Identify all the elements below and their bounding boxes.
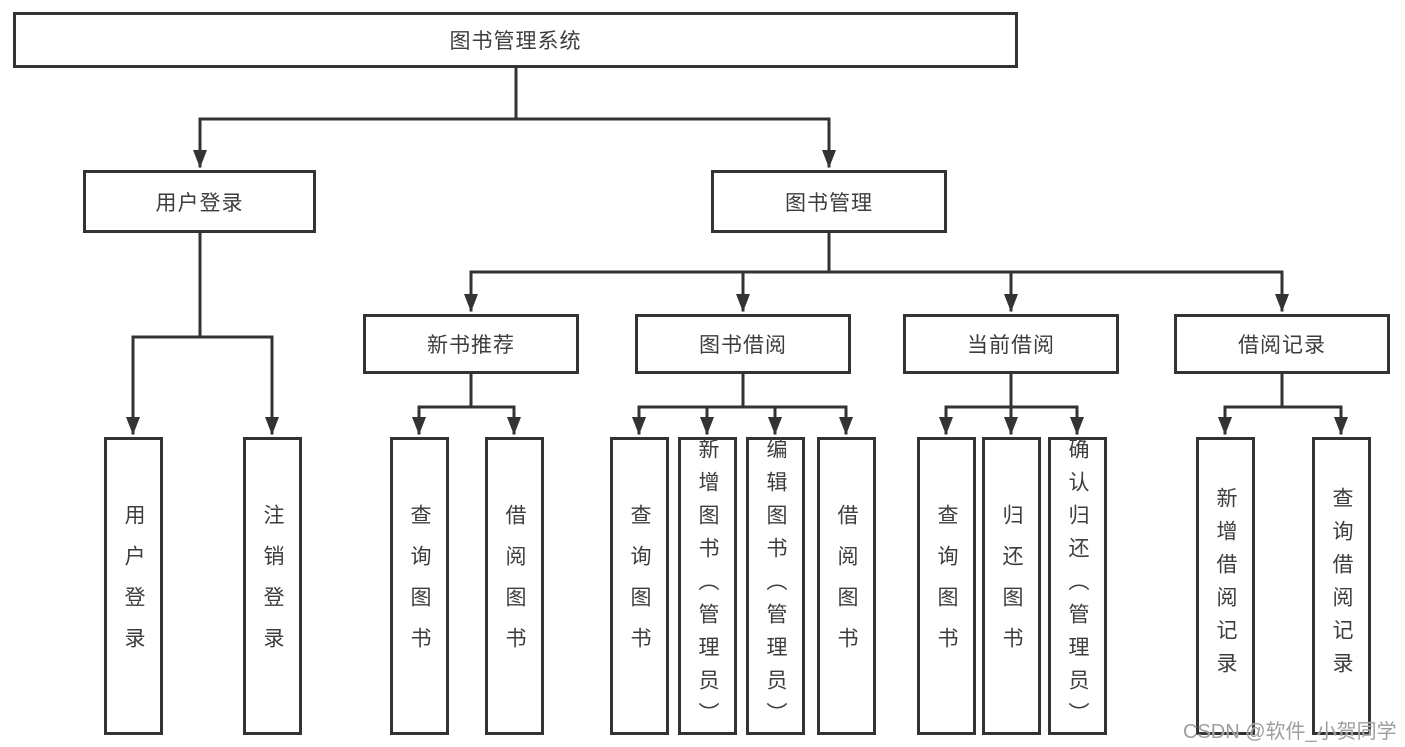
- leaf-label: 查询借阅记录: [1330, 487, 1353, 685]
- leaf-label: 借阅图书: [835, 504, 858, 668]
- leaf-query-borrow-record: 查询借阅记录: [1312, 437, 1371, 735]
- leaf-label: 查询图书: [628, 504, 651, 668]
- leaf-logout: 注销登录: [243, 437, 302, 735]
- csdn-watermark: CSDN @软件_小贺同学: [1183, 721, 1397, 743]
- leaf-user-login: 用户登录: [104, 437, 163, 735]
- leaf-label: 借阅图书: [503, 504, 526, 668]
- leaf-label: 注销登录: [261, 504, 284, 668]
- leaf-label: 确认归还（管理员）: [1066, 437, 1089, 735]
- leaf-label: 编辑图书（管理员）: [764, 437, 787, 735]
- leaf-label: 查询图书: [935, 504, 958, 668]
- leaf-add-borrow-record: 新增借阅记录: [1196, 437, 1255, 735]
- node-root-system: 图书管理系统: [13, 12, 1018, 68]
- leaf-label: 归还图书: [1000, 504, 1023, 668]
- leaf-recommend-query-book: 查询图书: [390, 437, 449, 735]
- node-book-borrow: 图书借阅: [635, 314, 851, 374]
- leaf-borrow-query-book: 查询图书: [610, 437, 669, 735]
- node-book-management: 图书管理: [711, 170, 947, 233]
- node-current-borrow: 当前借阅: [903, 314, 1119, 374]
- leaf-borrow-book: 借阅图书: [817, 437, 876, 735]
- leaf-recommend-borrow-book: 借阅图书: [485, 437, 544, 735]
- leaf-confirm-return-admin: 确认归还（管理员）: [1048, 437, 1107, 735]
- leaf-current-query-book: 查询图书: [917, 437, 976, 735]
- node-user-login: 用户登录: [83, 170, 316, 233]
- leaf-add-book-admin: 新增图书（管理员）: [678, 437, 737, 735]
- leaf-return-book: 归还图书: [982, 437, 1041, 735]
- leaf-label: 用户登录: [122, 504, 145, 668]
- node-borrow-records: 借阅记录: [1174, 314, 1390, 374]
- leaf-label: 新增借阅记录: [1214, 487, 1237, 685]
- node-new-book-recommend: 新书推荐: [363, 314, 579, 374]
- leaf-label: 查询图书: [408, 504, 431, 668]
- leaf-edit-book-admin: 编辑图书（管理员）: [746, 437, 805, 735]
- leaf-label: 新增图书（管理员）: [696, 437, 719, 735]
